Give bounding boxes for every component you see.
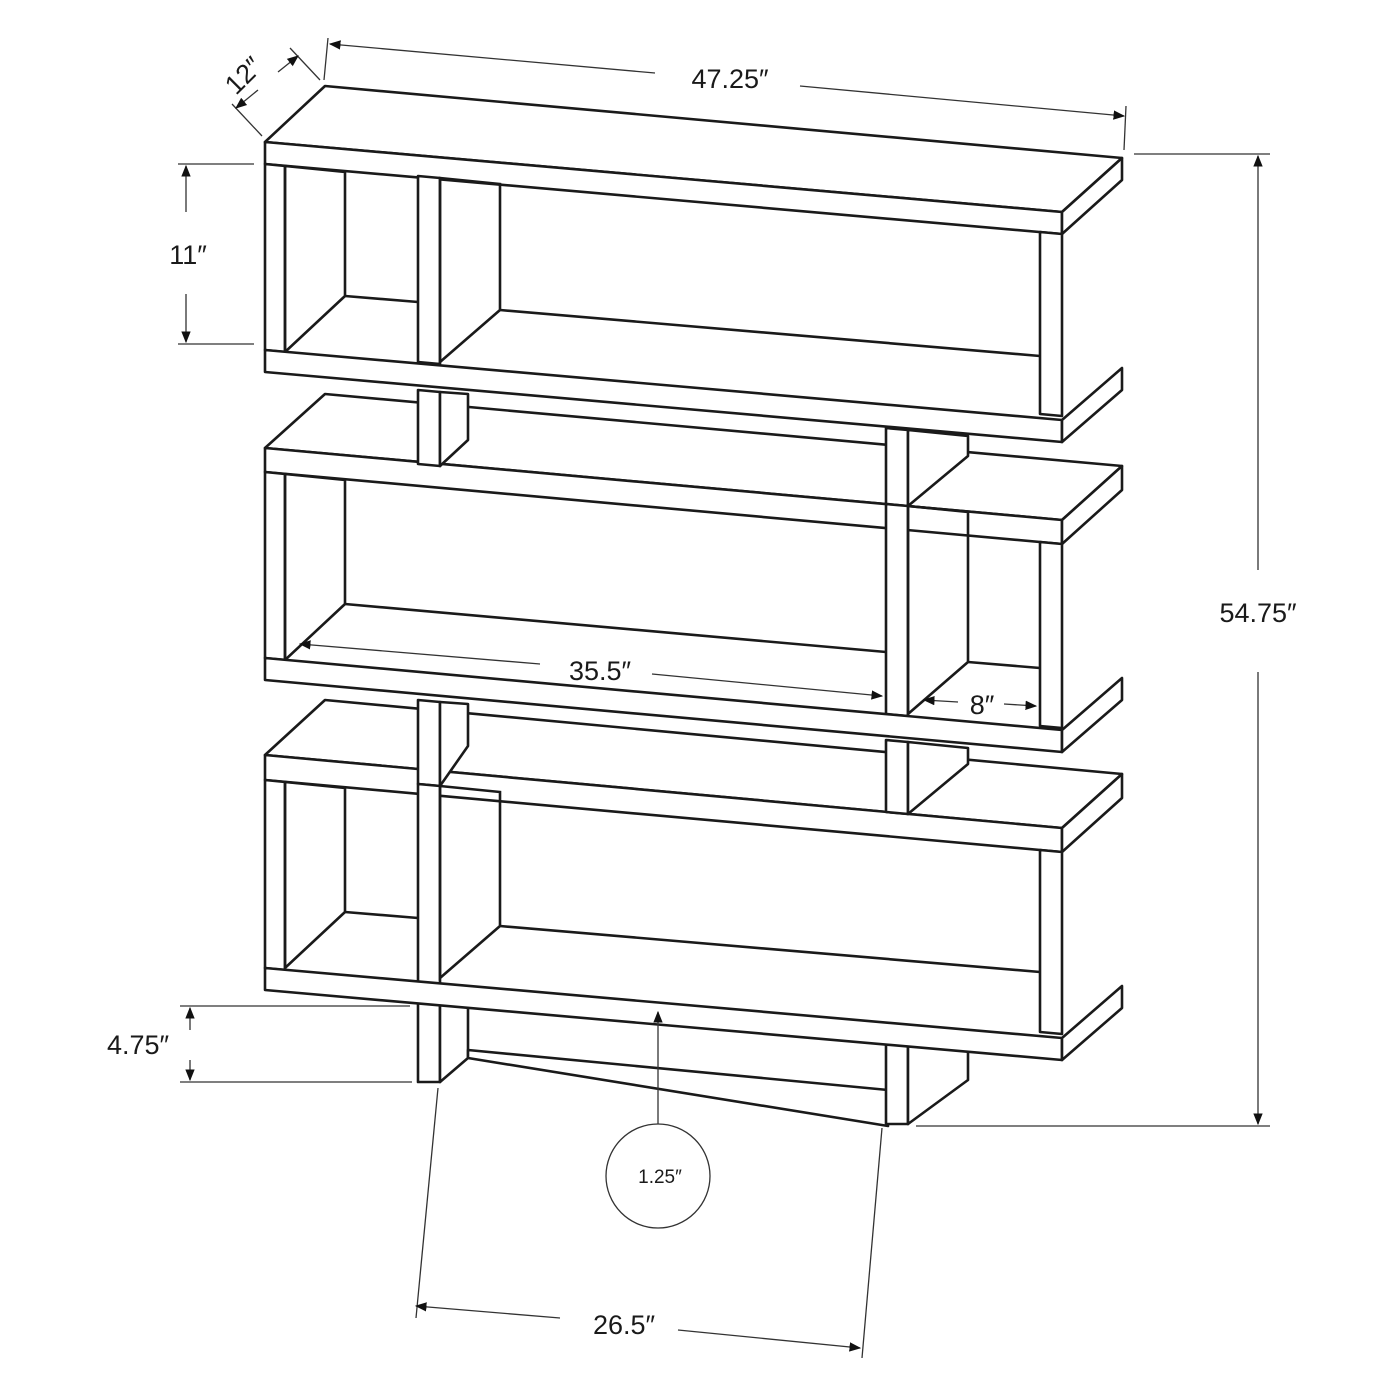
- shelf-height-label: 11″: [169, 240, 207, 270]
- dimension-leg-height: 4.75″: [107, 1005, 412, 1083]
- tier-bottom: [263, 698, 1124, 1062]
- dimension-height: 54.75″: [916, 153, 1297, 1127]
- legs: [416, 998, 970, 1128]
- tier-top: [263, 84, 1124, 444]
- dimension-panel-thickness: 1.25″: [605, 1010, 711, 1229]
- dimension-shelf-height: 11″: [169, 163, 254, 345]
- dimension-side-compartment: 8″: [922, 690, 1038, 720]
- dimension-base-width: 26.5″: [414, 1087, 883, 1359]
- tier-middle: [263, 388, 1124, 754]
- width-label: 47.25″: [691, 64, 769, 94]
- dimension-width: 47.25″: [323, 37, 1127, 151]
- side-compartment-label: 8″: [970, 690, 995, 720]
- panel-thickness-label: 1.25″: [638, 1167, 682, 1188]
- leg-height-label: 4.75″: [107, 1030, 170, 1060]
- shelf-width-label: 35.5″: [569, 656, 632, 686]
- height-label: 54.75″: [1219, 598, 1297, 628]
- base-width-label: 26.5″: [593, 1310, 656, 1340]
- depth-label: 12″: [219, 51, 269, 101]
- dimension-shelf-width: 35.5″: [298, 640, 884, 700]
